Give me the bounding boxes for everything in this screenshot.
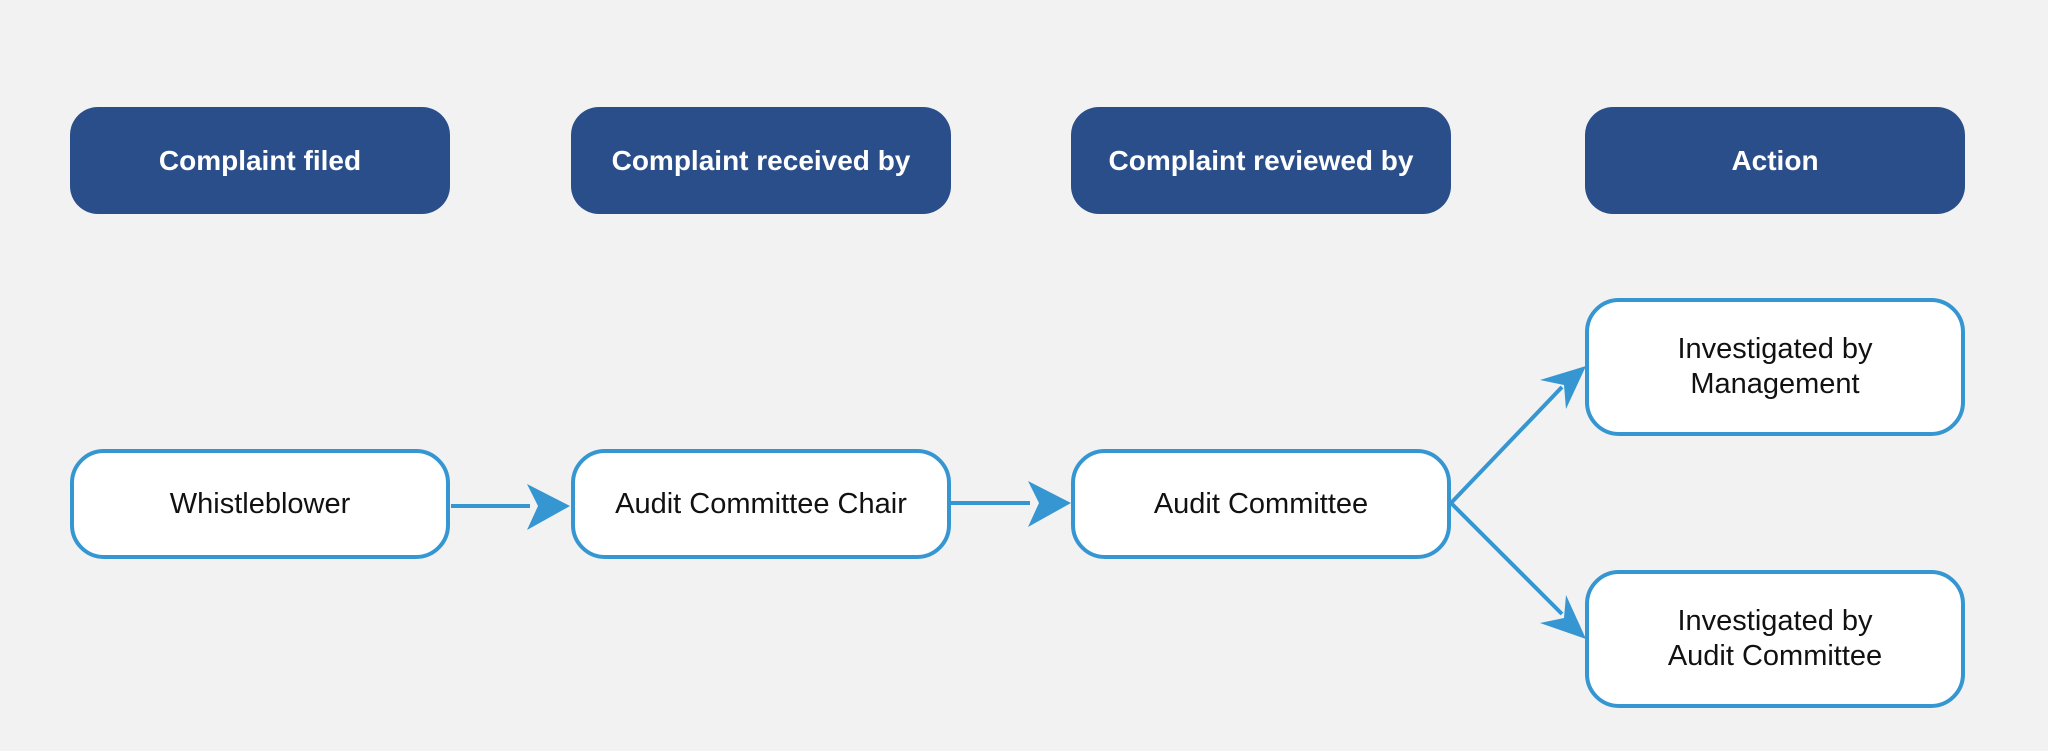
node-audit-committee-label: Audit Committee xyxy=(1153,487,1369,520)
header-complaint-reviewed-by: Complaint reviewed by xyxy=(1071,107,1451,214)
header-action: Action xyxy=(1585,107,1965,214)
node-audit-committee-chair-label: Audit Committee Chair xyxy=(615,487,907,520)
arrowhead-chair-to-committee xyxy=(1028,481,1071,527)
arrowhead-committee-to-audit-investigation xyxy=(1540,595,1586,639)
header-action-label: Action xyxy=(1731,144,1819,176)
arrow-committee-to-audit-investigation xyxy=(1449,501,1564,616)
header-complaint-received-by: Complaint received by xyxy=(571,107,951,214)
node-investigated-by-management-label: Investigated by Management xyxy=(1677,333,1873,400)
arrowhead-whistleblower-to-chair xyxy=(527,484,570,530)
arrowhead-committee-to-management xyxy=(1540,366,1586,409)
node-audit-committee: Audit Committee xyxy=(1071,449,1451,559)
header-complaint-filed-label: Complaint filed xyxy=(158,144,362,176)
node-whistleblower-label: Whistleblower xyxy=(169,487,351,520)
node-investigated-by-audit-committee: Investigated by Audit Committee xyxy=(1585,570,1965,708)
header-complaint-filed: Complaint filed xyxy=(70,107,450,214)
node-investigated-by-management: Investigated by Management xyxy=(1585,298,1965,436)
node-audit-committee-chair: Audit Committee Chair xyxy=(571,449,951,559)
header-complaint-received-by-label: Complaint received by xyxy=(611,144,911,176)
node-investigated-by-audit-committee-label: Investigated by Audit Committee xyxy=(1667,605,1883,672)
header-complaint-reviewed-by-label: Complaint reviewed by xyxy=(1108,144,1414,176)
node-whistleblower: Whistleblower xyxy=(70,449,450,559)
arrow-committee-to-management xyxy=(1449,385,1564,505)
